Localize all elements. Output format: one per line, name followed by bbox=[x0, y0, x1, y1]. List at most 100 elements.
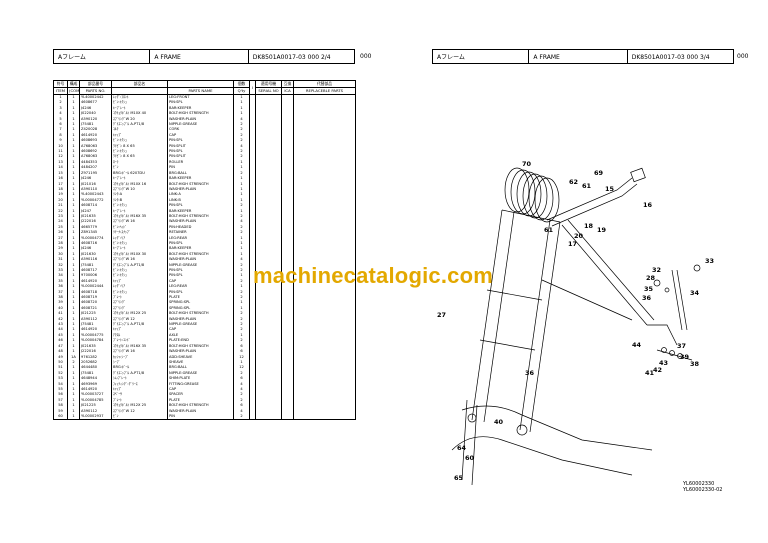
repl-cell bbox=[293, 397, 356, 404]
col-serial-jp: 適用号機 bbox=[255, 80, 282, 88]
callout-label: 27 bbox=[437, 311, 446, 319]
right-section-en: A FRAME bbox=[529, 50, 628, 63]
repl-cell bbox=[293, 343, 356, 350]
callout-label: 18 bbox=[584, 222, 594, 230]
serial-cell bbox=[255, 413, 282, 421]
callout-label: 61 bbox=[582, 182, 592, 190]
col-ica-jp: 互換 bbox=[281, 80, 294, 88]
repl-cell bbox=[293, 359, 356, 366]
left-section-en: A FRAME bbox=[150, 50, 249, 63]
repl-cell bbox=[293, 305, 356, 312]
repl-cell bbox=[293, 381, 356, 387]
watermark-text: machinecatalogic.com bbox=[253, 263, 493, 288]
col-comp-jp: 構成 bbox=[67, 80, 80, 88]
left-page-ref: DK8501A0017-03 000 2/4 bbox=[252, 54, 331, 61]
a-frame-diagram: 70 62 61 69 15 16 18 17 19 20 32 28 35 3… bbox=[437, 160, 714, 486]
callout-label: 44 bbox=[632, 341, 642, 349]
callout-label: 33 bbox=[705, 257, 714, 265]
repl-cell bbox=[293, 311, 356, 317]
repl-cell bbox=[293, 284, 356, 290]
callout-label: 42 bbox=[653, 366, 662, 374]
col-item-en: ITEM bbox=[53, 87, 68, 95]
repl-cell bbox=[293, 257, 356, 263]
repl-cell bbox=[293, 208, 356, 214]
repl-cell bbox=[293, 332, 356, 339]
link-cluster bbox=[653, 264, 701, 361]
repl-cell bbox=[293, 154, 356, 160]
callout-label: 36 bbox=[525, 369, 535, 377]
figure-code-sub: YL60002330-02 bbox=[683, 487, 723, 493]
repl-cell bbox=[293, 338, 356, 344]
repl-cell bbox=[293, 289, 356, 296]
repl-cell bbox=[293, 316, 356, 323]
repl-cell bbox=[293, 273, 356, 279]
col-repl-en: REPLACEBLE PARTS bbox=[293, 87, 356, 95]
callout-label: 69 bbox=[594, 169, 604, 177]
right-page-ref: DK8501A0017-03 000 3/4 bbox=[631, 54, 710, 61]
repl-cell bbox=[293, 159, 356, 166]
table-header-jp: 符号 構成 部品番号 部品名 個数 I 適用号機 互換 代替部品 bbox=[53, 80, 356, 95]
col-name-en: PARTS NAME bbox=[167, 87, 234, 95]
repl-cell bbox=[293, 181, 356, 187]
base-frame bbox=[451, 399, 653, 486]
callout-label: 62 bbox=[569, 178, 578, 186]
repl-cell bbox=[293, 203, 356, 209]
col-name-en-blank bbox=[111, 87, 168, 95]
callout-label: 19 bbox=[597, 226, 607, 234]
callout-label: 64 bbox=[457, 444, 467, 452]
repl-cell bbox=[293, 176, 356, 182]
callout-label: 37 bbox=[677, 342, 686, 350]
repl-cell bbox=[293, 246, 356, 252]
callout-label: 40 bbox=[494, 418, 504, 426]
sheave-stack bbox=[504, 167, 560, 223]
comp-cell: 1 bbox=[67, 413, 80, 421]
name-en-cell: PIN bbox=[167, 413, 234, 421]
left-section-jp: Aフレーム bbox=[54, 50, 151, 63]
repl-cell bbox=[293, 300, 356, 306]
repl-cell bbox=[293, 322, 356, 328]
partno-cell: YL00002937 bbox=[79, 413, 112, 421]
name-jp-cell: ﾋﾟﾝ bbox=[111, 413, 168, 421]
col-partno-jp: 部品番号 bbox=[79, 80, 112, 88]
repl-cell bbox=[293, 122, 356, 128]
item-cell: 60 bbox=[53, 413, 68, 421]
callout-label: 35 bbox=[644, 285, 654, 293]
repl-cell bbox=[293, 268, 356, 274]
callout-label: 38 bbox=[690, 360, 700, 368]
callout-label: 28 bbox=[646, 274, 656, 282]
qty-cell: 2 bbox=[233, 413, 250, 421]
repl-cell bbox=[293, 354, 356, 360]
col-ica-en: ICA bbox=[281, 87, 294, 95]
